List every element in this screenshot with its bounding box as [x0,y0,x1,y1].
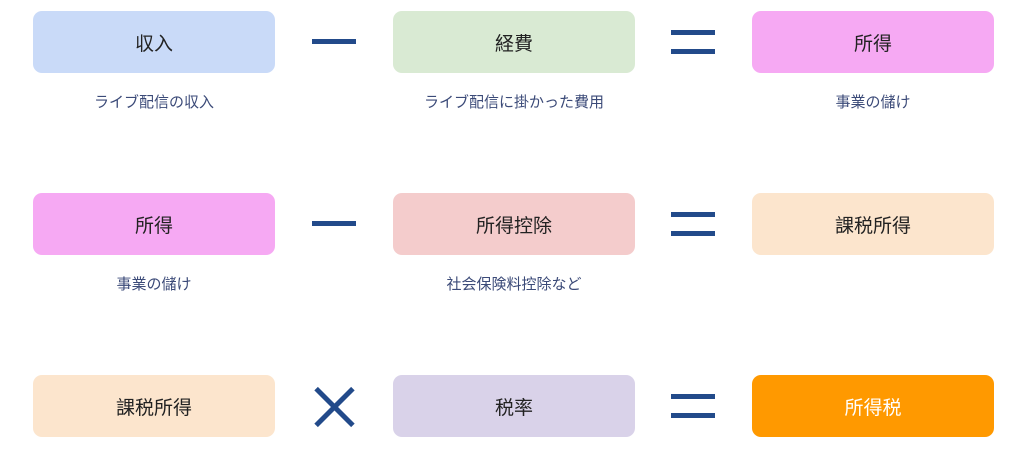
taxable-income-box-2: 課税所得 [33,375,275,437]
tax-rate-box: 税率 [393,375,635,437]
profit-box: 所得 [752,11,994,73]
expense-caption: ライブ配信に掛かった費用 [423,93,604,111]
income-caption: ライブ配信の収入 [93,93,214,111]
deduction-box: 所得控除 [393,193,635,255]
income-box: 収入 [33,11,275,73]
deduction-caption: 社会保険料控除など [446,275,582,293]
expense-box: 経費 [393,11,635,73]
expense-label: 経費 [494,32,533,55]
minus-operator-icon [310,11,358,73]
income-label: 収入 [134,32,173,55]
tax-rate-label: 税率 [494,396,533,419]
profit-caption: 事業の儲け [835,93,911,111]
equals-operator-icon [669,11,717,73]
multiply-operator-icon [310,375,358,437]
taxable-income-label: 課税所得 [834,214,911,237]
profit-box-2: 所得 [33,193,275,255]
equals-operator-icon [669,375,717,437]
equals-operator-icon [669,193,717,255]
deduction-label: 所得控除 [475,214,552,237]
taxable-income-box: 課税所得 [752,193,994,255]
profit-label-2: 所得 [134,214,173,237]
income-tax-box: 所得税 [752,375,994,437]
profit-caption-2: 事業の儲け [116,275,192,293]
minus-operator-icon [310,193,358,255]
income-tax-label: 所得税 [844,396,902,419]
taxable-income-label-2: 課税所得 [115,396,192,419]
profit-label: 所得 [853,32,892,55]
